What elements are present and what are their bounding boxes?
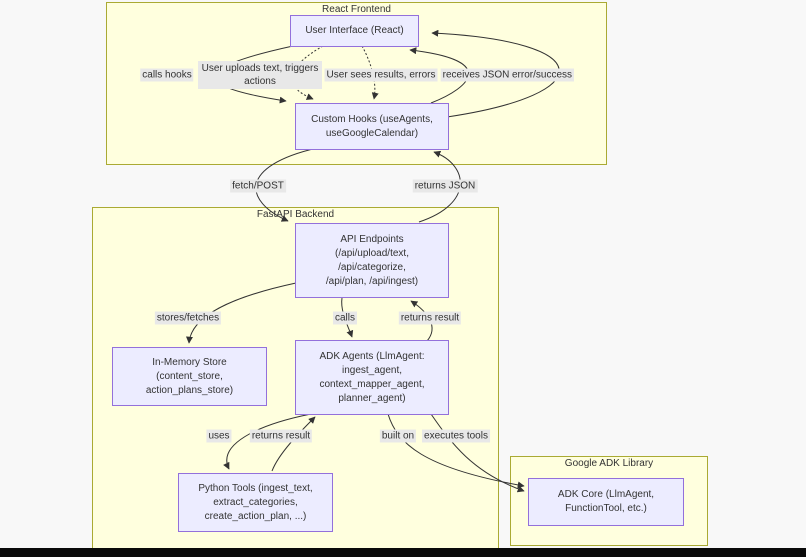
node-api-endpoints-line4: /api/plan, /api/ingest) — [325, 275, 419, 287]
node-api-endpoints-line1: API Endpoints — [340, 233, 404, 245]
cluster-fastapi-backend-title: FastAPI Backend — [256, 209, 335, 220]
node-api-endpoints: API Endpoints (/api/upload/text, /api/ca… — [295, 223, 449, 298]
edge-label-calls: calls — [332, 311, 358, 325]
edge-returns-result-to-agents — [271, 416, 316, 472]
edge-label-returns-result-api: returns result — [398, 311, 462, 325]
edge-label-executes-tools: executes tools — [422, 429, 490, 443]
edge-label-stores-fetches: stores/fetches — [154, 311, 222, 325]
edge-label-uses: uses — [206, 429, 232, 443]
node-adk-agents-line1: ADK Agents (LlmAgent: — [319, 350, 425, 362]
edge-label-returns-json: returns JSON — [412, 179, 478, 193]
edge-uses — [223, 413, 312, 470]
node-adk-agents-line4: planner_agent) — [338, 392, 406, 404]
node-in-memory-store-line3: action_plans_store) — [145, 384, 234, 396]
node-api-endpoints-line2: (/api/upload/text, — [335, 247, 409, 259]
node-api-endpoints-line3: /api/categorize, — [338, 261, 406, 273]
node-adk-core-line1: ADK Core (LlmAgent, — [557, 489, 655, 500]
node-user-interface-label: User Interface (React) — [305, 25, 404, 36]
edge-stores-fetches — [185, 282, 297, 344]
node-in-memory-store: In-Memory Store (content_store, action_p… — [112, 347, 267, 406]
edge-label-user-sees: User sees results, errors — [324, 68, 438, 82]
node-adk-core-line2: FunctionTool, etc.) — [565, 503, 647, 514]
node-custom-hooks-line2: useGoogleCalendar) — [325, 127, 419, 139]
node-python-tools-line1: Python Tools (ingest_text, — [198, 482, 313, 494]
node-python-tools-line3: create_action_plan, ...) — [204, 510, 307, 522]
node-adk-agents-line2: ingest_agent, — [341, 364, 403, 376]
node-user-interface: User Interface (React) — [290, 15, 419, 47]
bottom-bar — [0, 548, 806, 557]
node-custom-hooks-line1: Custom Hooks (useAgents, — [311, 113, 433, 125]
node-python-tools-line2: extract_categories, — [213, 496, 298, 508]
edge-label-error-success: error/success — [509, 68, 575, 82]
edge-built-on — [387, 413, 525, 489]
node-adk-agents-line3: context_mapper_agent, — [319, 378, 425, 390]
edge-label-built-on: built on — [379, 429, 417, 443]
node-in-memory-store-line1: In-Memory Store — [152, 356, 227, 368]
edge-label-returns-result-tools: returns result — [249, 429, 313, 443]
node-adk-agents: ADK Agents (LlmAgent: ingest_agent, cont… — [295, 340, 449, 415]
node-python-tools: Python Tools (ingest_text, extract_categ… — [178, 473, 333, 532]
node-in-memory-store-line2: (content_store, — [156, 370, 223, 382]
edge-label-user-uploads: User uploads text, triggers actions — [198, 61, 322, 89]
edge-executes-tools — [430, 413, 525, 493]
node-custom-hooks: Custom Hooks (useAgents, useGoogleCalend… — [295, 103, 449, 150]
node-adk-core: ADK Core (LlmAgent, FunctionTool, etc.) — [528, 478, 684, 526]
edge-label-fetch-post: fetch/POST — [230, 179, 286, 193]
edge-label-calls-hooks: calls hooks — [140, 68, 194, 82]
cluster-google-adk-library-title: Google ADK Library — [564, 458, 654, 469]
cluster-react-frontend-title: React Frontend — [322, 4, 391, 15]
edge-label-receives-json: receives JSON — [440, 68, 512, 82]
